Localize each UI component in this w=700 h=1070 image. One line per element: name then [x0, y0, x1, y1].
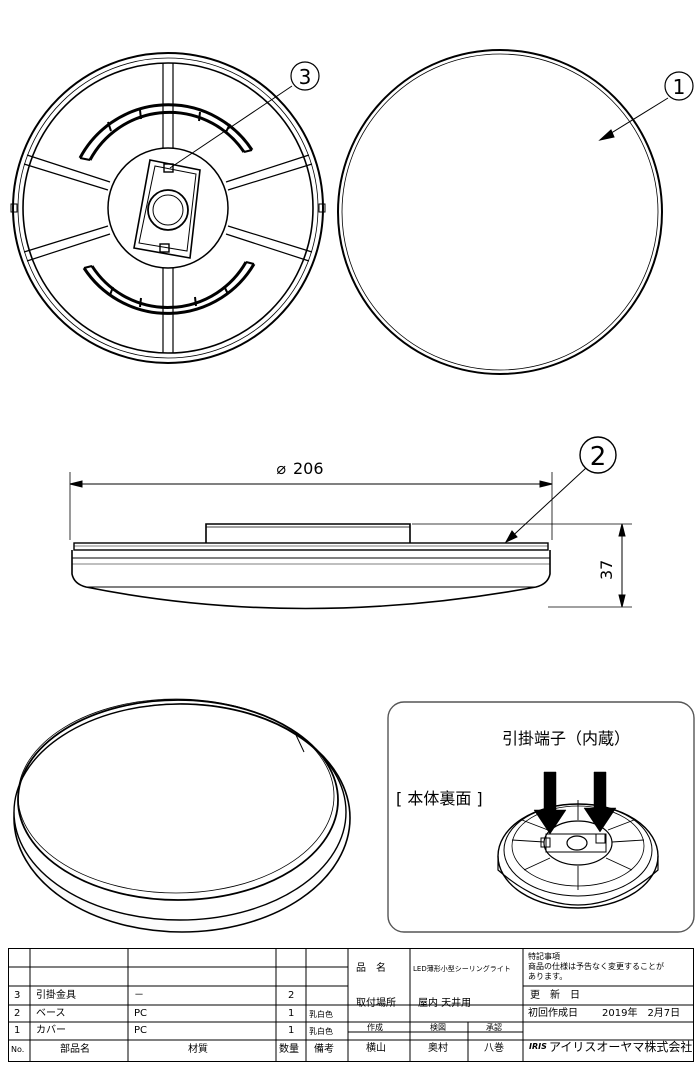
perspective-view [13, 698, 351, 933]
height-value: 37 [597, 560, 616, 580]
part-1-name: カバー [36, 1025, 66, 1036]
technical-drawing: 3 1 ⌀ [10, 49, 695, 933]
callout-2-number: 2 [590, 442, 607, 472]
title-block-grid [8, 948, 694, 1062]
product-value: LED薄形小型シーリングライト [413, 965, 511, 973]
approve-label: 承認 [486, 1023, 502, 1032]
callout-2: 2 [579, 436, 617, 474]
header-qty: 数量 [279, 1044, 299, 1055]
product-label: 品 名 [356, 963, 386, 974]
base-back-perspective [497, 800, 659, 909]
company-logo: IRIS [529, 1042, 547, 1051]
callout-1-number: 1 [673, 75, 686, 99]
header-note: 備考 [314, 1044, 334, 1055]
part-3-qty: 2 [288, 990, 295, 1001]
header-name: 部品名 [60, 1044, 90, 1055]
terminal-arrows [533, 771, 617, 835]
part-2-name: ベース [36, 1008, 66, 1019]
first-created-value: 2019年 2月7日 [602, 1008, 681, 1019]
part-2-note: 乳白色 [309, 1010, 333, 1019]
side-view [69, 467, 632, 610]
height-dimension: 37 [597, 560, 616, 580]
check-label: 検図 [430, 1023, 446, 1032]
part-3-material: － [134, 990, 144, 1001]
part-3-no: 3 [14, 990, 21, 1001]
back-label: [ 本体裏面 ] [396, 789, 483, 808]
part-1-qty: 1 [288, 1025, 295, 1036]
callout-3: 3 [290, 61, 320, 91]
made-label: 作成 [367, 1023, 383, 1032]
checked-by: 奥村 [428, 1043, 448, 1054]
company-name: アイリスオーヤマ株式会社 [549, 1040, 693, 1054]
notes-text-2: あります。 [528, 972, 568, 981]
part-2-qty: 1 [288, 1008, 295, 1019]
header-material: 材質 [188, 1044, 208, 1055]
diameter-value: 206 [293, 459, 324, 478]
header-no: No. [11, 1045, 25, 1054]
cover-view [337, 49, 669, 375]
terminal-label: 引掛端子（内蔵） [502, 729, 630, 748]
part-2-no: 2 [14, 1008, 21, 1019]
notes-title: 特記事項 [528, 952, 560, 961]
base-back-view [10, 52, 326, 364]
notes-text-1: 商品の仕様は予告なく変更することが [528, 962, 664, 971]
svg-text:⌀: ⌀ [276, 459, 286, 478]
first-created-label: 初回作成日 [528, 1008, 578, 1019]
part-2-material: PC [134, 1008, 148, 1019]
diameter-dimension: ⌀ 206 [276, 459, 324, 478]
part-3-name: 引掛金具 [36, 990, 76, 1001]
update-label: 更 新 日 [530, 990, 580, 1001]
callout-1: 1 [664, 71, 694, 101]
title-block: 3 引掛金具 － 2 2 ベース PC 1 乳白色 1 カバー PC 1 乳白色… [8, 948, 694, 1062]
location-label: 取付場所 [356, 998, 396, 1009]
part-1-note: 乳白色 [309, 1027, 333, 1036]
location-value: 屋内 天井用 [418, 998, 472, 1009]
part-1-material: PC [134, 1025, 148, 1036]
part-1-no: 1 [14, 1025, 21, 1036]
made-by: 横山 [366, 1043, 386, 1054]
callout-3-number: 3 [299, 65, 312, 89]
approved-by: 八巻 [484, 1043, 504, 1054]
